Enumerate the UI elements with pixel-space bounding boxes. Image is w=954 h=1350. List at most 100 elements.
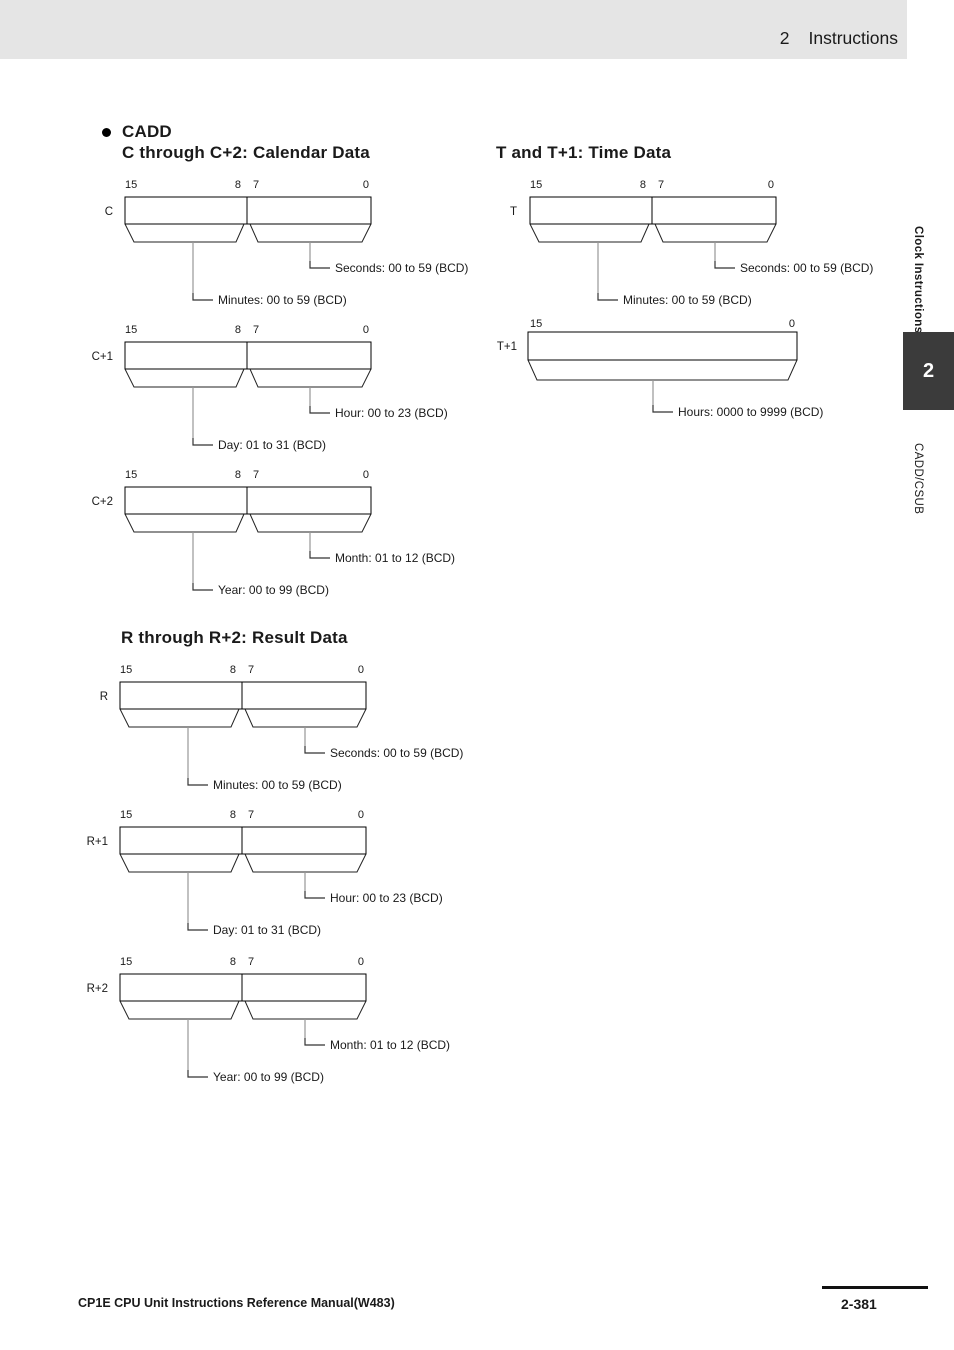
bit-label-0: 0: [363, 324, 369, 336]
low-byte-brace: [249, 513, 372, 533]
bit-label-7: 7: [253, 324, 259, 336]
instruction-heading: CADD: [122, 122, 172, 141]
word-diagram-t: 15 8 7 0 T Seconds: 00 to 59 (BCD) Minut…: [510, 179, 873, 307]
high-byte-brace: [119, 708, 240, 728]
high-byte-leader-elbow: [187, 778, 208, 786]
low-byte-label: Seconds: 00 to 59 (BCD): [335, 261, 468, 275]
high-byte-label: Year: 00 to 99 (BCD): [218, 583, 329, 597]
low-byte-leader-elbow: [714, 261, 735, 269]
high-byte-brace: [119, 853, 240, 873]
running-head-chapter-title: Instructions: [808, 28, 898, 48]
word-box: [527, 331, 798, 361]
low-byte-brace: [249, 368, 372, 388]
high-byte-brace: [119, 1000, 240, 1020]
high-byte-leader-elbow: [192, 293, 213, 301]
high-byte-label: Day: 01 to 31 (BCD): [213, 923, 321, 937]
bit-label-7: 7: [658, 179, 664, 191]
word-label: C: [105, 206, 113, 218]
low-byte-label: Seconds: 00 to 59 (BCD): [740, 261, 873, 275]
word-box: [119, 826, 367, 855]
bit-label-8: 8: [230, 956, 236, 968]
word-box: [119, 973, 367, 1002]
high-byte-leader-elbow: [192, 438, 213, 446]
high-byte-brace: [124, 223, 245, 243]
low-byte-leader-elbow: [304, 1038, 325, 1046]
sidebar-section-tab: Clock Instructions: [912, 226, 924, 334]
high-byte-leader-elbow: [187, 1070, 208, 1078]
chapter-number: 2: [922, 359, 935, 382]
word-label: T: [510, 206, 517, 218]
chapter-number-badge: 2: [903, 332, 954, 410]
page-header-bar: 2 Instructions: [0, 0, 907, 59]
low-byte-leader-elbow: [309, 551, 330, 559]
low-byte-label: Month: 01 to 12 (BCD): [330, 1038, 450, 1052]
bit-label-8: 8: [235, 324, 241, 336]
low-byte-brace: [249, 223, 372, 243]
low-byte-brace: [654, 223, 777, 243]
bit-label-7: 7: [253, 469, 259, 481]
bit-label-7: 7: [248, 809, 254, 821]
bit-label-0: 0: [358, 956, 364, 968]
bit-label-0: 0: [363, 179, 369, 191]
word-label: R: [100, 691, 108, 703]
high-byte-label: Minutes: 00 to 59 (BCD): [623, 293, 752, 307]
word-box: [124, 196, 372, 225]
low-byte-brace: [244, 1000, 367, 1020]
word-box: [124, 486, 372, 515]
word-diagram-r1: 15 8 7 0 R+1 Hour: 00 to 23 (BCD) Day: 0…: [87, 809, 443, 937]
bit-label-15: 15: [120, 956, 132, 968]
bit-label-15: 15: [125, 179, 137, 191]
bit-label-0: 0: [363, 469, 369, 481]
page-number: 2-381: [841, 1296, 877, 1312]
high-byte-label: Minutes: 00 to 59 (BCD): [213, 778, 342, 792]
word-diagram-c: 15 8 7 0 C Seconds: 00 to 59 (BCD) Minut…: [105, 179, 469, 307]
bit-label-8: 8: [640, 179, 646, 191]
high-byte-label: Day: 01 to 31 (BCD): [218, 438, 326, 452]
low-byte-leader-elbow: [309, 261, 330, 269]
bullet-icon: [102, 128, 111, 137]
high-byte-leader-elbow: [597, 293, 618, 301]
bit-label-8: 8: [230, 809, 236, 821]
low-byte-label: Hour: 00 to 23 (BCD): [335, 406, 448, 420]
bit-label-15: 15: [530, 179, 542, 191]
bit-label-0: 0: [358, 664, 364, 676]
high-byte-brace: [124, 368, 245, 388]
word-diagram-t1: 15 0 T+1 Hours: 0000 to 9999 (BCD): [497, 318, 824, 419]
low-byte-label: Month: 01 to 12 (BCD): [335, 551, 455, 565]
bit-label-15: 15: [120, 809, 132, 821]
low-byte-label: Hour: 00 to 23 (BCD): [330, 891, 443, 905]
bit-label-7: 7: [253, 179, 259, 191]
bit-label-8: 8: [230, 664, 236, 676]
bit-label-15: 15: [125, 469, 137, 481]
bit-label-8: 8: [235, 179, 241, 191]
bit-label-7: 7: [248, 956, 254, 968]
low-byte-label: Seconds: 00 to 59 (BCD): [330, 746, 463, 760]
bit-label-8: 8: [235, 469, 241, 481]
word-diagram-r2: 15 8 7 0 R+2 Month: 01 to 12 (BCD) Year:…: [87, 956, 450, 1084]
word-diagram-c1: 15 8 7 0 C+1 Hour: 00 to 23 (BCD) Day: 0…: [92, 324, 448, 452]
word-field-label: Hours: 0000 to 9999 (BCD): [678, 405, 823, 419]
word-label: R+1: [87, 836, 108, 848]
high-byte-leader-elbow: [192, 583, 213, 591]
low-byte-brace: [244, 708, 367, 728]
bit-label-7: 7: [248, 664, 254, 676]
low-byte-leader-elbow: [304, 746, 325, 754]
bit-label-15: 15: [120, 664, 132, 676]
high-byte-brace: [529, 223, 650, 243]
word-leader-elbow: [652, 405, 673, 413]
calendar-data-heading: C through C+2: Calendar Data: [122, 143, 370, 162]
bit-label-15: 15: [125, 324, 137, 336]
footer-manual-title: CP1E CPU Unit Instructions Reference Man…: [78, 1296, 395, 1310]
running-head-chapter-number: 2: [779, 28, 790, 48]
word-diagram-r: 15 8 7 0 R Seconds: 00 to 59 (BCD) Minut…: [100, 664, 464, 792]
high-byte-label: Year: 00 to 99 (BCD): [213, 1070, 324, 1084]
running-head: 2 Instructions: [780, 28, 898, 49]
sidebar-instruction-tab: CADD/CSUB: [912, 443, 924, 515]
high-byte-leader-elbow: [187, 923, 208, 931]
result-data-heading: R through R+2: Result Data: [121, 628, 348, 647]
time-data-heading: T and T+1: Time Data: [496, 143, 672, 162]
low-byte-leader-elbow: [309, 406, 330, 414]
low-byte-leader-elbow: [304, 891, 325, 899]
word-box: [119, 681, 367, 710]
bit-label-0: 0: [768, 179, 774, 191]
